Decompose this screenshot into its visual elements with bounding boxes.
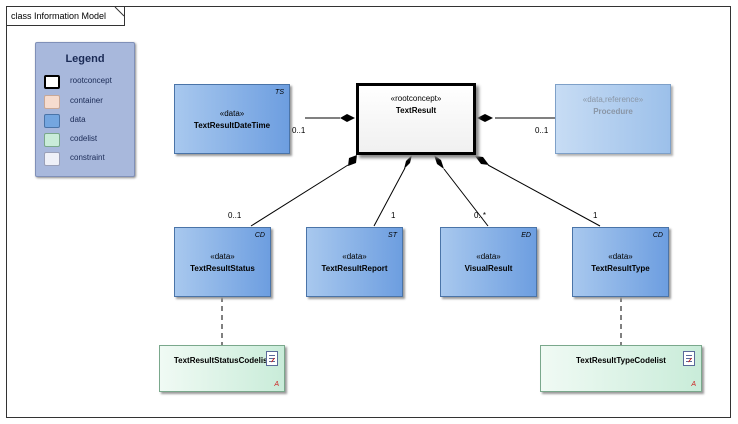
legend-swatch-codelist (44, 133, 60, 147)
multiplicity-visual: 0..* (474, 211, 487, 220)
multiplicity-report: 1 (391, 211, 396, 220)
class-name: TextResult (395, 106, 437, 115)
class-name: TextResultStatus (190, 264, 255, 273)
class-textresulttypecodelist[interactable]: TextResultTypeCodelist A (540, 345, 702, 392)
diamond-report (404, 155, 412, 169)
legend-swatch-data (44, 114, 60, 128)
connector-status[interactable] (250, 164, 349, 227)
diamond-procedure (477, 114, 493, 122)
class-stereotype: «data» (608, 252, 633, 261)
class-textresultdatetime[interactable]: TS «data» TextResultDateTime (174, 84, 290, 154)
legend-label: constraint (70, 153, 105, 162)
legend-swatch-rootconcept (44, 75, 60, 89)
frame-label-corner (114, 6, 125, 17)
diamond-visual (434, 155, 444, 169)
connector-type[interactable] (487, 164, 601, 227)
class-textresultstatus[interactable]: CD «data» TextResultStatus (174, 227, 271, 297)
datatype-tag: CD (254, 232, 265, 239)
legend-label: data (70, 115, 86, 124)
multiplicity-datetime: 0..1 (292, 126, 306, 135)
legend-swatch-container (44, 95, 60, 109)
class-textresult[interactable]: «rootconcept» TextResult (356, 83, 476, 155)
class-procedure[interactable]: «data,reference» Procedure (555, 84, 671, 154)
datatype-tag: ED (521, 232, 531, 239)
diamond-type (475, 156, 489, 165)
class-stereotype: «data» (219, 109, 245, 118)
datatype-tag: ST (388, 232, 397, 239)
diamond-status (348, 155, 357, 166)
class-stereotype: «data,reference» (582, 95, 644, 104)
class-stereotype: «rootconcept» (390, 94, 442, 103)
class-textresulttype[interactable]: CD «data» TextResultType (572, 227, 669, 297)
legend-swatch-constraint (44, 152, 60, 166)
document-icon (683, 351, 695, 366)
class-name: TextResultDateTime (193, 121, 271, 130)
legend-label: codelist (70, 134, 98, 143)
diamond-datetime (340, 114, 355, 122)
legend-panel: Legend rootconcept container data codeli… (35, 42, 135, 177)
multiplicity-status: 0..1 (228, 211, 242, 220)
class-stereotype: «data» (476, 252, 501, 261)
class-visualresult[interactable]: ED «data» VisualResult (440, 227, 537, 297)
abstract-mark: A (691, 381, 696, 388)
frame-label: class Information Model (7, 7, 126, 26)
datatype-tag: TS (275, 89, 284, 96)
class-name: TextResultType (591, 264, 650, 273)
class-name: TextResultTypeCodelist (576, 356, 666, 365)
multiplicity-type: 1 (593, 211, 598, 220)
abstract-mark: A (274, 381, 279, 388)
class-stereotype: «data» (210, 252, 235, 261)
class-textresultstatuscodelist[interactable]: TextResultStatusCodelist A (159, 345, 285, 392)
legend-label: rootconcept (70, 76, 112, 85)
connector-visual[interactable] (443, 168, 489, 227)
datatype-tag: CD (652, 232, 663, 239)
diagram-frame: class Information Model (6, 6, 731, 418)
class-name: Procedure (593, 107, 633, 116)
class-stereotype: «data» (342, 252, 367, 261)
document-icon (266, 351, 278, 366)
class-textresultreport[interactable]: ST «data» TextResultReport (306, 227, 403, 297)
legend-title: Legend (65, 53, 105, 65)
class-name: TextResultStatusCodelist (173, 356, 271, 365)
legend-label: container (70, 96, 103, 105)
multiplicity-procedure: 0..1 (535, 126, 549, 135)
class-name: VisualResult (464, 264, 513, 273)
connector-report[interactable] (373, 167, 406, 227)
class-name: TextResultReport (321, 264, 388, 273)
